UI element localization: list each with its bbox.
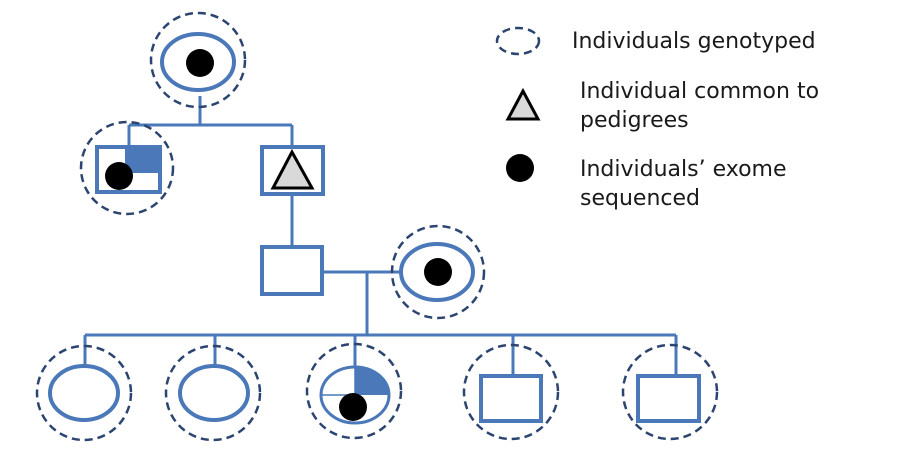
female-symbol [178,364,250,422]
individual-iv1 [35,344,133,442]
connection-lines [83,96,678,375]
individual-iv2 [164,344,262,442]
individual-ii2 [260,145,325,196]
female-symbol [48,364,120,422]
individual-iv5 [621,343,719,441]
affected-quadrant [355,367,389,395]
legend-label-common-line2: pedigrees [580,108,689,133]
genotyped-ring [390,224,486,320]
exome-dot [105,162,133,190]
legend-label-common-line1: Individual common to [580,79,820,104]
individual-iv4 [462,343,560,441]
individual-ii1 [79,120,175,216]
genotyped-ring [621,343,719,441]
individual-iii1 [260,245,324,296]
individual-iii2 [390,224,486,320]
exome-dot [424,258,452,286]
genotyped-ring [149,11,247,109]
exome-dot [339,393,367,421]
male-symbol [479,374,543,423]
genotyped-ring [305,342,403,440]
genotyped-ring [164,344,262,442]
male-symbol [260,245,324,296]
legend-label-exome-line2: sequenced [580,186,700,211]
exome-dot [186,49,214,77]
individual-iv3 [305,342,403,440]
common-triangle [270,148,315,190]
legend-genotyped-icon [495,26,541,56]
male-symbol [636,374,701,423]
individual-i1 [149,11,247,109]
legend-triangle-icon [505,87,541,121]
legend-exome-dot-icon [506,154,534,182]
genotyped-ring [79,120,175,216]
legend-label-exome-line1: Individuals’ exome [580,157,787,182]
legend-label-genotyped: Individuals genotyped [572,29,816,54]
legend-icons [495,26,541,182]
genotyped-ring [35,344,133,442]
genotyped-ring [462,343,560,441]
